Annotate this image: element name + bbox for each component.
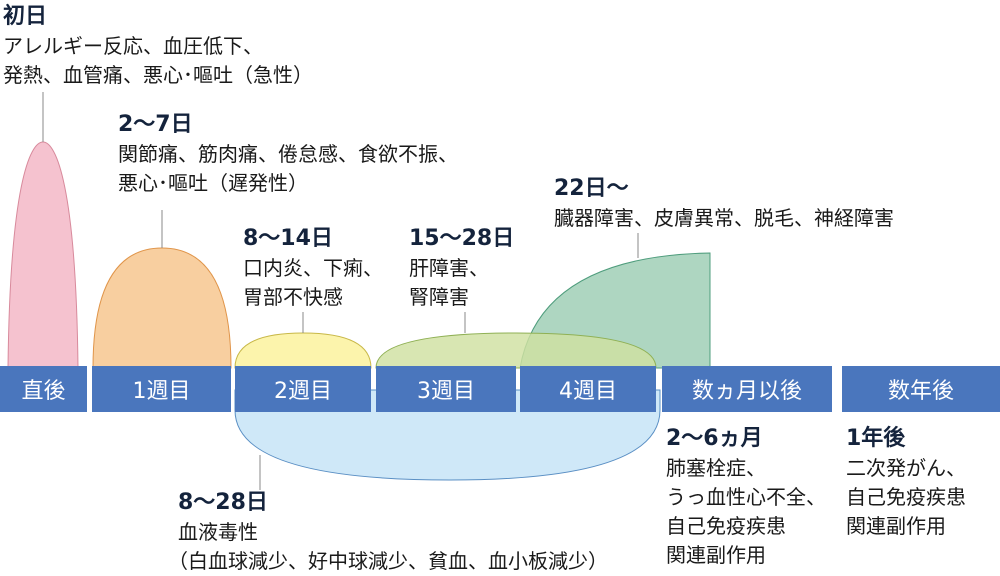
label-years-head: 1年後 xyxy=(846,426,906,451)
timeline-segment-week3: 3週目 xyxy=(376,366,516,412)
label-day8-14-line2: 胃部不快感 xyxy=(243,285,343,309)
label-day15-28-line1: 肝障害、 xyxy=(409,256,489,280)
label-months: 2～6ヵ月 肺塞栓症、 うっ血性心不全、 自己免疫疾患 関連副作用 xyxy=(666,424,826,570)
timeline-segment-immediate: 直後 xyxy=(0,366,87,412)
label-day2-7-head: 2～7日 xyxy=(118,112,193,137)
label-years-line3: 関連副作用 xyxy=(846,514,946,538)
label-day1: 初日 アレルギー反応、血圧低下、 発熱、血管痛、悪心･嘔吐（急性） xyxy=(3,2,313,90)
label-blood: 8～28日 血液毒性 （白血球減少、好中球減少、貧血、血小板減少） xyxy=(168,488,608,576)
timeline-segment-week2: 2週目 xyxy=(235,366,371,412)
label-years: 1年後 二次発がん、 自己免疫疾患 関連副作用 xyxy=(846,424,966,541)
label-years-line2: 自己免疫疾患 xyxy=(846,485,966,509)
shape-day2-7 xyxy=(92,247,232,369)
timeline-segment-week1: 1週目 xyxy=(92,366,231,412)
timeline-segment-week4: 4週目 xyxy=(520,366,656,412)
label-blood-line2: （白血球減少、好中球減少、貧血、血小板減少） xyxy=(168,549,608,573)
label-day15-28-head: 15～28日 xyxy=(409,226,515,251)
label-day22-head: 22日～ xyxy=(554,176,629,201)
label-months-line4: 関連副作用 xyxy=(666,543,766,567)
label-day1-head: 初日 xyxy=(3,4,48,29)
label-months-line2: うっ血性心不全、 xyxy=(666,485,826,509)
timeline-segment-months: 数ヵ月以後 xyxy=(662,366,832,412)
shape-blood-toxicity xyxy=(234,389,661,481)
label-day8-14-line1: 口内炎、下痢、 xyxy=(243,256,383,280)
label-day1-line2: 発熱、血管痛、悪心･嘔吐（急性） xyxy=(3,63,313,87)
label-day8-14-head: 8～14日 xyxy=(243,226,333,251)
label-day2-7-line2: 悪心･嘔吐（遅発性） xyxy=(118,171,308,195)
timeline-segment-years: 数年後 xyxy=(842,366,1000,412)
shape-day15-28 xyxy=(375,332,657,369)
label-months-head: 2～6ヵ月 xyxy=(666,426,763,451)
label-day2-7-line1: 関節痛、筋肉痛、倦怠感、食欲不振、 xyxy=(118,142,458,166)
label-day2-7: 2～7日 関節痛、筋肉痛、倦怠感、食欲不振、 悪心･嘔吐（遅発性） xyxy=(118,110,458,198)
label-day8-14: 8～14日 口内炎、下痢、 胃部不快感 xyxy=(243,224,383,312)
label-years-line1: 二次発がん、 xyxy=(846,456,966,480)
label-day15-28: 15～28日 肝障害、 腎障害 xyxy=(409,224,514,312)
label-day22-line1: 臓器障害、皮膚異常、脱毛、神経障害 xyxy=(554,206,894,230)
label-day1-line1: アレルギー反応、血圧低下、 xyxy=(3,34,263,58)
shape-day8-14 xyxy=(234,332,372,369)
shape-day1 xyxy=(7,141,79,369)
label-blood-line1: 血液毒性 xyxy=(178,520,258,544)
label-months-line3: 自己免疫疾患 xyxy=(666,514,786,538)
label-day15-28-line2: 腎障害 xyxy=(409,285,469,309)
label-months-line1: 肺塞栓症、 xyxy=(666,456,766,480)
label-blood-head: 8～28日 xyxy=(178,490,268,515)
label-day22: 22日～ 臓器障害、皮膚異常、脱毛、神経障害 xyxy=(554,174,894,233)
